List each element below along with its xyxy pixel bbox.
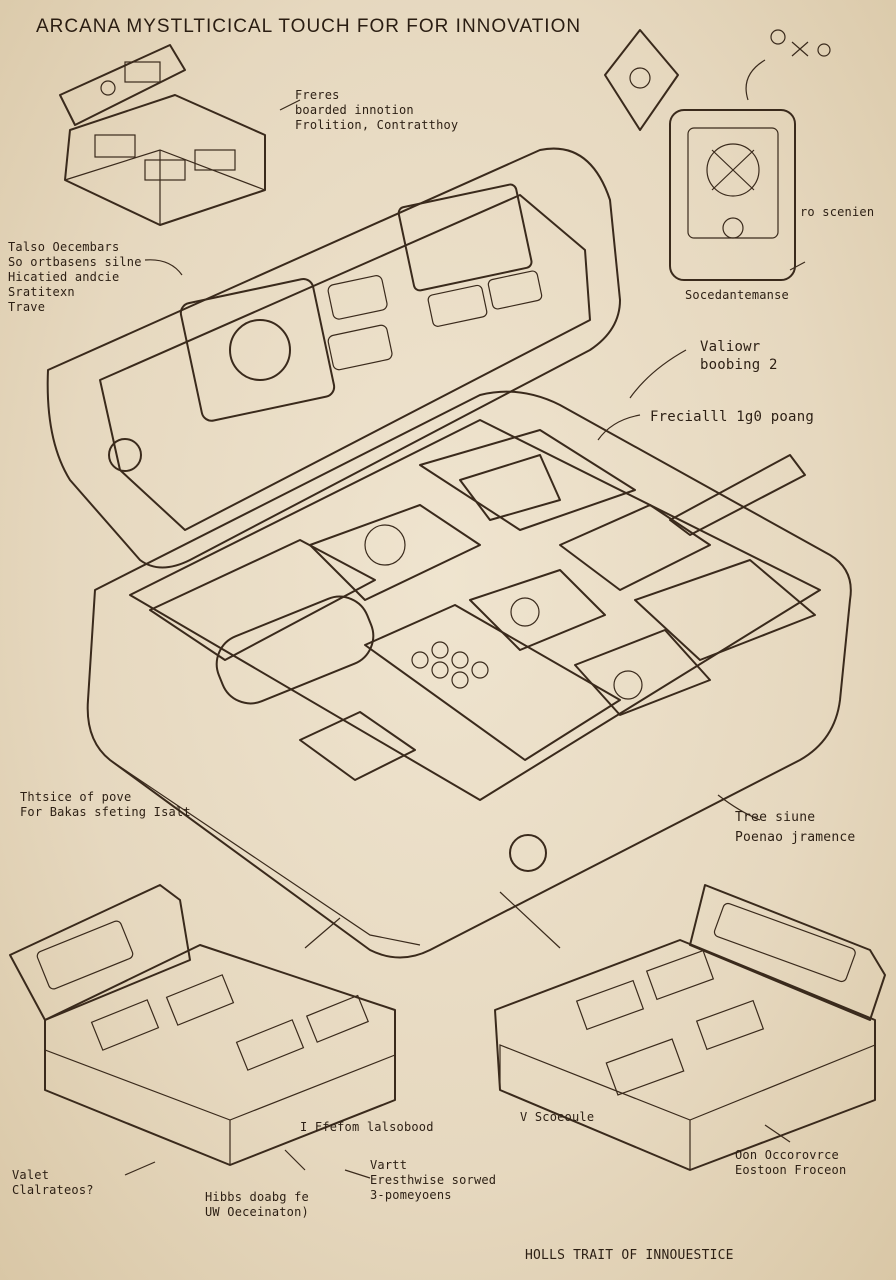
main-case-lid <box>46 147 621 569</box>
small-case-sketch-bottom-right <box>494 884 886 1171</box>
callout-right-small-caption: Socedantemanse <box>685 288 789 302</box>
callout-bottom-left-b: Hibbs doabg fe UW Oeceinaton) <box>205 1190 309 1219</box>
callout-valious: Valiowr boobing 2 <box>700 339 778 373</box>
small-case-sketch-top-left <box>59 44 266 226</box>
callout-freciall: Frecialll 1g0 poang <box>650 409 814 425</box>
callout-right-mid: Tree siune Poenao jramence <box>735 810 856 845</box>
sheet-title: ARCANA MYSTLTICICAL TOUCH FOR FOR INNOVA… <box>36 16 582 37</box>
callout-arrows <box>124 99 806 1179</box>
device-sketch-top-right <box>604 29 831 281</box>
callout-bottom-mid-a: I Ffefom lalsobood <box>300 1120 434 1134</box>
small-case-sketch-bottom-left <box>9 884 396 1166</box>
main-case-body <box>86 390 852 959</box>
footer-caption: HOLLS TRAIT OF INNOUESTICE <box>525 1248 734 1263</box>
callout-bottom-right-a: V Scoeoule <box>520 1110 595 1124</box>
callout-right-small-label: ro scenien <box>800 205 875 219</box>
callout-left-mid: Thtsice of pove For Bakas sfeting Isalt <box>20 790 191 819</box>
callout-left: Talso Oecembars So ortbasens silne Hicat… <box>8 240 142 314</box>
callout-bottom-left-a: Valet Clalrateos? <box>12 1168 94 1197</box>
callout-bottom-mid-b: Vartt Eresthwise sorwed 3-pomeyoens <box>370 1158 497 1202</box>
callout-top-left: Freres boarded innotion Frolition, Contr… <box>295 88 459 132</box>
callout-bottom-right-b: Oon Occorovrce Eostoon Froceon <box>735 1148 847 1177</box>
